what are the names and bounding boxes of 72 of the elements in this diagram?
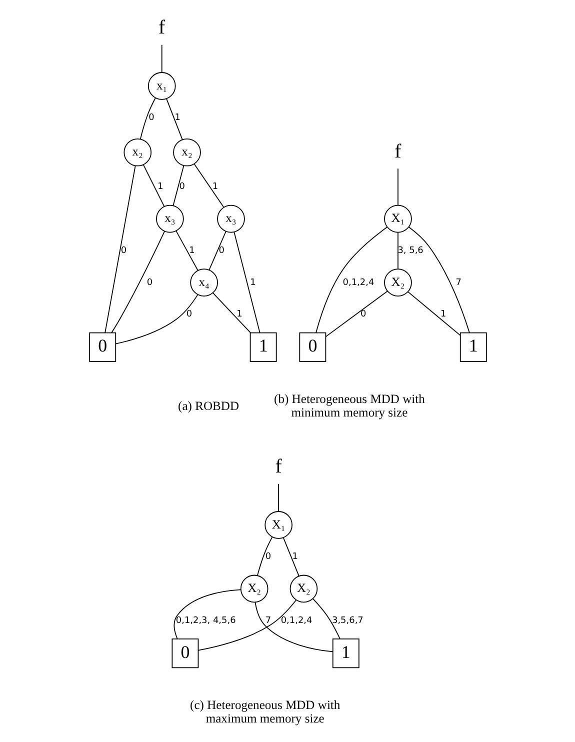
label: (b) Heterogeneous MDD with minimum memory size (274, 392, 424, 420)
node-circle: X₂ (240, 574, 268, 603)
connector (324, 290, 388, 338)
node-text: f (274, 456, 282, 478)
connector (142, 164, 164, 207)
edge-label: 0,1,2,4 (342, 278, 374, 288)
connector (139, 98, 156, 140)
connector (212, 292, 250, 334)
connector (407, 292, 460, 336)
edge-label: 1 (157, 182, 163, 192)
connector (315, 226, 387, 334)
node-circle: x₂ (123, 138, 152, 166)
connector (254, 602, 333, 652)
connector (173, 589, 241, 640)
connector (110, 230, 165, 334)
connector (166, 98, 182, 140)
node-circle: x₄ (190, 268, 218, 296)
connector (104, 166, 136, 334)
node-text: f (394, 140, 401, 162)
node-circle: X₂ (384, 268, 412, 296)
connector (160, 44, 162, 73)
connector (175, 230, 198, 271)
edge-label: 0 (146, 278, 152, 288)
connector (312, 598, 340, 640)
node-circle: x₃ (156, 204, 184, 233)
node-circle: X₂ (289, 574, 318, 603)
connector (193, 164, 224, 208)
edge-label: 3,5,6,7 (332, 616, 363, 626)
edge-label: 1 (212, 182, 218, 192)
connector (208, 230, 226, 271)
edge-label: 1 (440, 310, 446, 320)
edge-label: 3, 5,6 (397, 246, 423, 256)
node-box: 1 (459, 332, 486, 362)
node-circle: x₁ (147, 72, 176, 100)
node-box: 0 (298, 332, 326, 362)
node-box: 1 (249, 332, 276, 362)
node-circle: x₂ (172, 138, 200, 166)
node-circle: x₃ (216, 204, 244, 233)
edge-label: 0,1,2,3, 4,5,6 (175, 616, 236, 626)
edge-label: 7 (455, 278, 461, 288)
edge-label: 1 (250, 278, 256, 288)
edge-label: 0 (218, 246, 224, 256)
connector (233, 232, 260, 333)
edge-label: 0 (360, 310, 366, 320)
node-box: 0 (171, 638, 198, 668)
edge-label: 1 (188, 246, 194, 256)
edge-label: 1 (292, 552, 298, 562)
connector (282, 537, 299, 576)
node-circle: X₁ (384, 204, 412, 233)
connector (256, 536, 272, 576)
label: (c) Heterogeneous MDD with maximum memory size (190, 698, 340, 726)
edge-label: 0 (120, 246, 126, 256)
node-box: 0 (88, 332, 116, 362)
edge-label: 7 (264, 616, 271, 626)
edge-label: 0,1,2,4 (280, 616, 312, 626)
label: (a) ROBDD (178, 398, 239, 413)
connector (172, 165, 184, 206)
edge-label: 0 (186, 310, 192, 320)
connector (114, 294, 198, 344)
node-text: f (158, 16, 165, 39)
node-box: 1 (332, 638, 359, 668)
node-circle: X₁ (264, 511, 292, 539)
edge-label: 0 (178, 182, 184, 192)
connector (397, 232, 398, 270)
edge-label: 1 (236, 310, 242, 320)
connector (278, 483, 279, 512)
edge-label: 0 (148, 113, 154, 124)
connector (397, 168, 398, 206)
edge-label: 0 (264, 552, 271, 562)
edge-label: 1 (174, 113, 180, 124)
connector (197, 600, 296, 651)
connector (408, 226, 470, 334)
